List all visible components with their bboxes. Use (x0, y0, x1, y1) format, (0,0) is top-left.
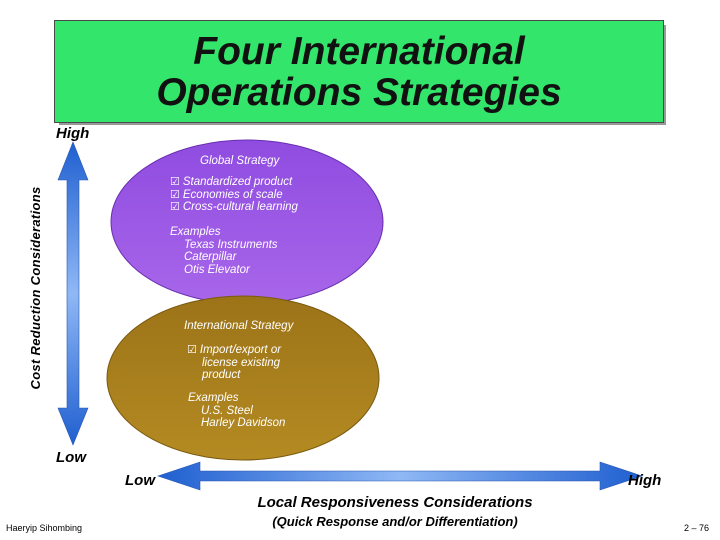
title-shadow (663, 25, 666, 125)
vertical-axis-title: Cost Reduction Considerations (28, 186, 43, 390)
horizontal-axis-title: Local Responsiveness Considerations (257, 494, 533, 511)
title-shadow (59, 122, 666, 125)
list-item: U.S. Steel (201, 404, 253, 417)
list-item: ☑Import/export or (187, 344, 282, 356)
vertical-axis-low-label: Low (56, 449, 86, 466)
international-strategy-ellipse (106, 295, 380, 461)
horizontal-axis-arrow (157, 461, 643, 491)
horizontal-axis-high-label: High (628, 472, 662, 489)
examples-label: Examples (170, 226, 221, 238)
checkbox-icon: ☑ (170, 201, 180, 213)
list-item: Otis Elevator (184, 263, 250, 276)
examples-label: Examples (188, 392, 239, 404)
checkbox-icon: ☑ (170, 188, 180, 201)
page-number: 2 – 76 (684, 523, 710, 533)
vertical-axis-arrow (57, 141, 89, 446)
list-item: license existing (202, 356, 280, 369)
page-title: Operations Strategies (156, 70, 562, 114)
list-item: ☑Cross-cultural learning (170, 201, 298, 213)
list-item: Caterpillar (184, 251, 237, 263)
page-title: Four International (193, 29, 525, 73)
list-item: ☑Standardized product (170, 176, 293, 188)
global-strategy-bullets: ☑Standardized product ☑Economies of scal… (170, 176, 298, 214)
footer-author: Haeryip Sihombing (6, 523, 83, 533)
international-strategy-title: International Strategy (184, 320, 294, 332)
international-strategy-bullets: ☑Import/export or license existing produ… (187, 344, 281, 382)
global-strategy-examples: Examples Texas Instruments Caterpillar O… (170, 226, 278, 276)
list-item: product (202, 369, 241, 381)
list-item: Texas Instruments (184, 238, 278, 251)
vertical-axis-high-label: High (56, 125, 90, 142)
checkbox-icon: ☑ (170, 176, 180, 188)
list-item: ☑Economies of scale (170, 188, 283, 201)
global-strategy-title: Global Strategy (200, 155, 280, 167)
checkbox-icon: ☑ (187, 344, 197, 356)
international-strategy-examples: Examples U.S. Steel Harley Davidson (188, 392, 285, 430)
horizontal-axis-low-label: Low (125, 472, 155, 489)
horizontal-axis-subtitle: (Quick Response and/or Differentiation) (272, 514, 518, 529)
list-item: Harley Davidson (201, 417, 286, 429)
title-banner: Four International Operations Strategies (54, 20, 664, 123)
